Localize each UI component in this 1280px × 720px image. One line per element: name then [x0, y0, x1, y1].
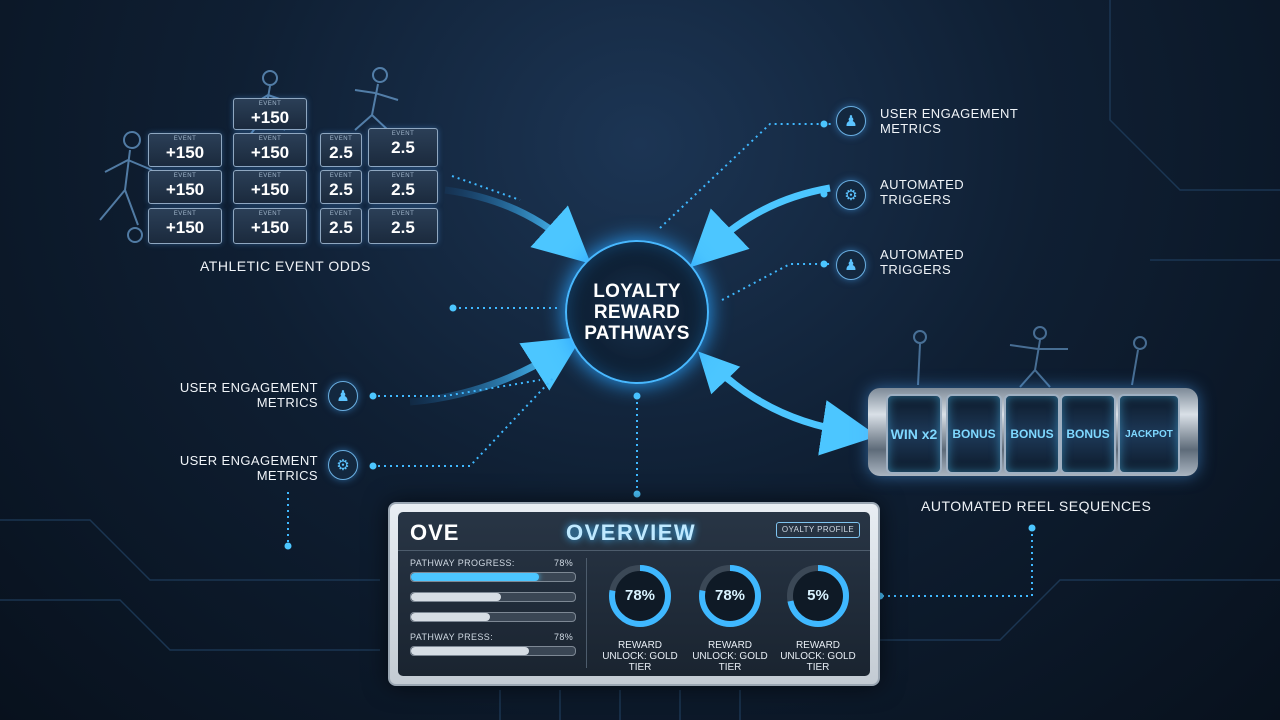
ring-value: 78% [714, 587, 746, 604]
user-chart-icon[interactable]: ♟ [836, 106, 866, 136]
status-badge[interactable]: OYALTY PROFILE [776, 522, 860, 538]
user-chart-icon[interactable]: ♟ [328, 381, 358, 411]
ring-value: 78% [624, 587, 656, 604]
odds-caption: ATHLETIC EVENT ODDS [200, 258, 371, 274]
ring-progress [609, 565, 671, 627]
progress-bar [410, 592, 576, 602]
ring-value: 5% [807, 587, 829, 604]
arrow-hub-to-reels [713, 365, 878, 456]
node-label-engagement: USER ENGAGEMENT METRICS [880, 106, 1018, 136]
arrow-reels-to-hub [698, 351, 762, 403]
ring-progress [787, 565, 849, 627]
slot-machine[interactable]: WIN x2 BONUS BONUS BONUS JACKPOT [868, 388, 1198, 476]
reward-unlock-label: REWARD UNLOCK: GOLD TIER [692, 640, 768, 673]
arrow-triggers-to-hub [689, 184, 831, 268]
odds-cell[interactable]: EVENT+150 [233, 98, 307, 130]
node-label-engagement-left: USER ENGAGEMENT METRICS [179, 380, 318, 410]
node-label-triggers-2: AUTOMATED TRIGGERS [880, 247, 965, 277]
dashboard-panel: OVE OVERVIEW OYALTY PROFILE PATHWAY PROG… [388, 502, 880, 686]
divider [398, 550, 870, 551]
reward-unlock-label: REWARD UNLOCK: GOLD TIER [602, 640, 678, 673]
odds-cell[interactable]: EVENT+150 [233, 208, 307, 244]
reward-rings [609, 565, 849, 627]
odds-cell[interactable]: EVENT+150 [233, 170, 307, 204]
node-label-engagement-left-2: USER ENGAGEMENT METRICS [179, 453, 318, 483]
ring-progress [699, 565, 761, 627]
loyalty-hub[interactable]: LOYALTY REWARD PATHWAYS [565, 240, 709, 384]
gear-icon[interactable]: ⚙ [328, 450, 358, 480]
divider [586, 558, 587, 668]
reel-2: BONUS [946, 394, 1002, 474]
progress-value: 78% [554, 558, 574, 568]
progress-bar [410, 612, 576, 622]
arrow-engagement-to-hub [409, 337, 582, 406]
reel-3: BONUS [1004, 394, 1060, 474]
odds-cell[interactable]: EVENT+150 [148, 208, 222, 244]
athletes-illustration-right [913, 326, 1147, 388]
progress-label-2: PATHWAY PRESS: [410, 632, 494, 642]
odds-cell[interactable]: EVENT+150 [148, 133, 222, 167]
reel-1: WIN x2 [886, 394, 942, 474]
user-chart-icon[interactable]: ♟ [836, 250, 866, 280]
page-title: OVERVIEW [566, 520, 697, 545]
reward-unlock-label: REWARD UNLOCK: GOLD TIER [780, 640, 856, 673]
reel-4: BONUS [1060, 394, 1116, 474]
odds-cell[interactable]: EVENT+150 [233, 133, 307, 167]
reels-caption: AUTOMATED REEL SEQUENCES [921, 498, 1152, 514]
progress-value-2: 78% [554, 632, 574, 642]
gear-icon[interactable]: ⚙ [836, 180, 866, 210]
odds-cell[interactable]: EVENT+150 [148, 170, 222, 204]
hub-title: LOYALTY REWARD PATHWAYS [584, 280, 690, 344]
progress-bar [410, 572, 576, 582]
odds-board: EVENT+150 EVENT+150 EVENT+150 EVENT+150 … [148, 98, 438, 248]
reel-5: JACKPOT [1118, 394, 1180, 474]
node-label-triggers: AUTOMATED TRIGGERS [880, 177, 965, 207]
brand-logo: OVE [410, 520, 460, 545]
arrow-odds-to-hub [444, 186, 591, 264]
progress-label: PATHWAY PROGRESS: [410, 558, 515, 568]
progress-bar [410, 646, 576, 656]
